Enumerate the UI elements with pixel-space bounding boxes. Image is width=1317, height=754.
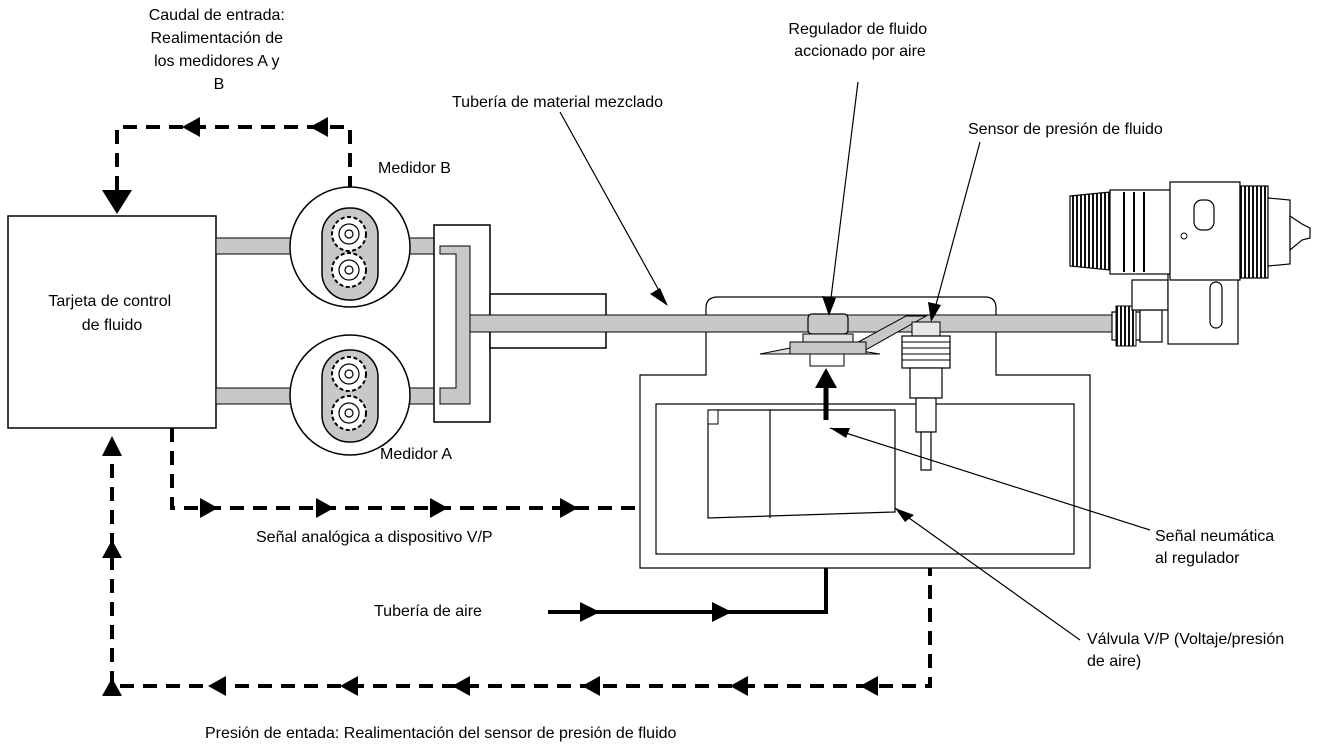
meter-feedback-arrow [182, 117, 200, 137]
leader-arrow-sensor [928, 302, 941, 322]
analog-signal-arrow [316, 498, 334, 518]
pressure-feedback-arrow [860, 676, 878, 696]
label-valvula-vp: Válvula V/P (Voltaje/presión de aire) [1087, 631, 1289, 670]
pressure-feedback-arrow [208, 676, 226, 696]
analog-signal-arrow [560, 498, 578, 518]
leader-arrow-regulador [822, 296, 836, 316]
label-sensor-presion: Sensor de presión de fluido [968, 121, 1163, 138]
label-senal-neumatica: Señal neumática al regulador [1155, 528, 1279, 567]
pressure-sensor [901, 321, 951, 471]
label-medidor-a: Medidor A [380, 446, 452, 463]
control-board-box [7, 215, 217, 429]
pressure-feedback-arrow [730, 676, 748, 696]
analog-signal-arrow [200, 498, 218, 518]
pressure-feedback-arrow [102, 540, 122, 558]
meter-feedback-line [115, 125, 352, 198]
leader-lines [559, 81, 1151, 641]
leader-arrow-valvula [895, 508, 914, 522]
pressure-feedback-arrow [102, 436, 122, 456]
air-line-arrow [712, 602, 732, 622]
label-tuberia-mezclado: Tubería de material mezclado [452, 94, 663, 111]
label-senal-analogica: Señal analógica a dispositivo V/P [256, 529, 493, 546]
label-tarjeta: Tarjeta de control de fluido [48, 293, 175, 334]
label-caudal-entrada: Caudal de entrada: Realimentación de los… [149, 7, 290, 93]
pressure-feedback-arrow [102, 678, 122, 696]
air-line-arrow [580, 602, 600, 622]
pressure-feedback-line [110, 436, 932, 688]
meter-b [289, 186, 411, 308]
spray-gun [1069, 181, 1311, 347]
pressure-feedback-arrow [452, 676, 470, 696]
meter-a [289, 334, 411, 456]
leader-arrow-tuberia [650, 288, 668, 306]
mixed-material-pipe [469, 314, 1119, 333]
label-medidor-b: Medidor B [378, 160, 451, 177]
fluid-regulator [759, 313, 881, 367]
pressure-feedback-arrow [340, 676, 358, 696]
leader-arrow-neumatica [830, 428, 850, 438]
analog-signal-arrow [430, 498, 448, 518]
label-regulador: Regulador de fluido accionado por aire [788, 21, 931, 60]
analog-signal-line [170, 428, 690, 510]
meter-feedback-arrow [310, 117, 328, 137]
pneumatic-signal-arrow-head [815, 368, 837, 388]
vp-valve [707, 409, 896, 519]
pressure-feedback-arrow [582, 676, 600, 696]
meter-feedback-arrow [102, 190, 132, 214]
label-presion-entrada: Presión de entada: Realimentación del se… [205, 725, 677, 742]
label-tuberia-aire: Tubería de aire [374, 603, 482, 620]
